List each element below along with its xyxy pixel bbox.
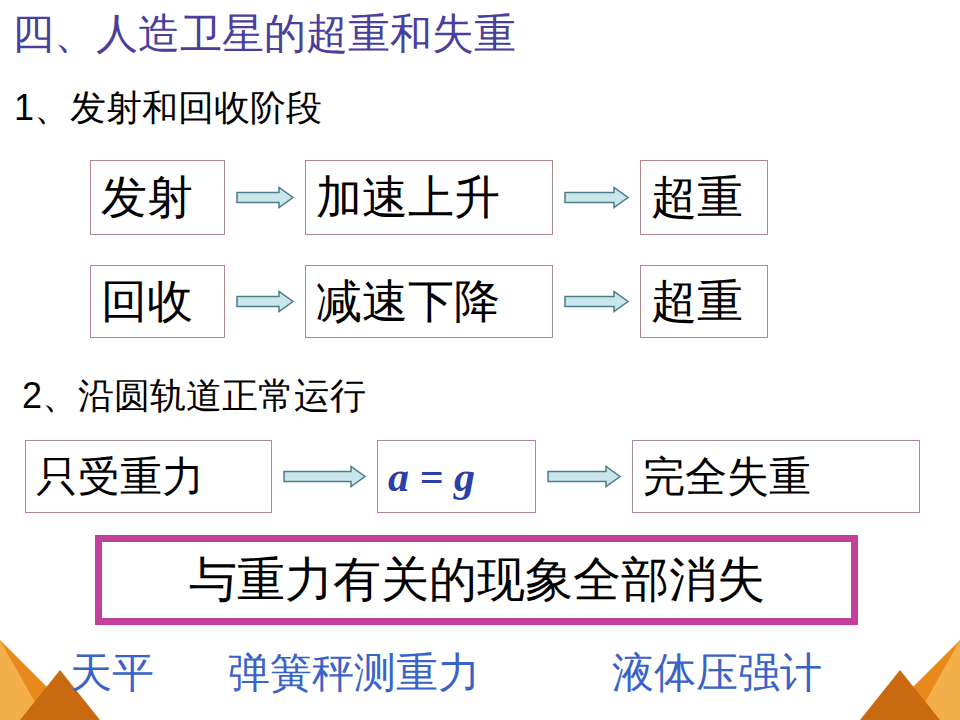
box-text: 回收	[101, 271, 193, 333]
slide-title: 四、人造卫星的超重和失重	[12, 6, 516, 62]
box-text: 加速上升	[316, 167, 500, 229]
box-text: 超重	[651, 167, 743, 229]
block-arrow	[548, 467, 620, 487]
box-text: 减速下降	[316, 271, 500, 333]
box-text: a = g	[388, 453, 475, 501]
process-box: 完全失重	[632, 440, 920, 513]
corner-triangle	[860, 670, 940, 720]
block-arrow	[237, 188, 293, 208]
example-text: 天平	[70, 645, 154, 701]
highlight-box: 与重力有关的现象全部消失	[95, 535, 858, 625]
block-arrow	[565, 292, 628, 312]
process-box: a = g	[377, 440, 536, 513]
box-text: 与重力有关的现象全部消失	[189, 548, 765, 612]
section-heading: 1、发射和回收阶段	[14, 84, 322, 133]
block-arrow	[237, 292, 293, 312]
block-arrow	[565, 188, 628, 208]
block-arrow	[284, 467, 365, 487]
process-box: 减速下降	[305, 265, 553, 338]
process-box: 加速上升	[305, 160, 553, 235]
example-text: 液体压强计	[612, 645, 822, 701]
box-text: 发射	[101, 167, 193, 229]
process-box: 回收	[90, 265, 225, 338]
box-text: 超重	[651, 271, 743, 333]
example-text: 弹簧秤测重力	[228, 645, 480, 701]
process-box: 只受重力	[25, 440, 272, 513]
box-text: 完全失重	[643, 449, 811, 505]
box-text: 只受重力	[36, 449, 204, 505]
section-heading: 2、沿圆轨道正常运行	[22, 372, 366, 421]
process-box: 超重	[640, 160, 768, 235]
process-box: 发射	[90, 160, 225, 235]
process-box: 超重	[640, 265, 768, 338]
